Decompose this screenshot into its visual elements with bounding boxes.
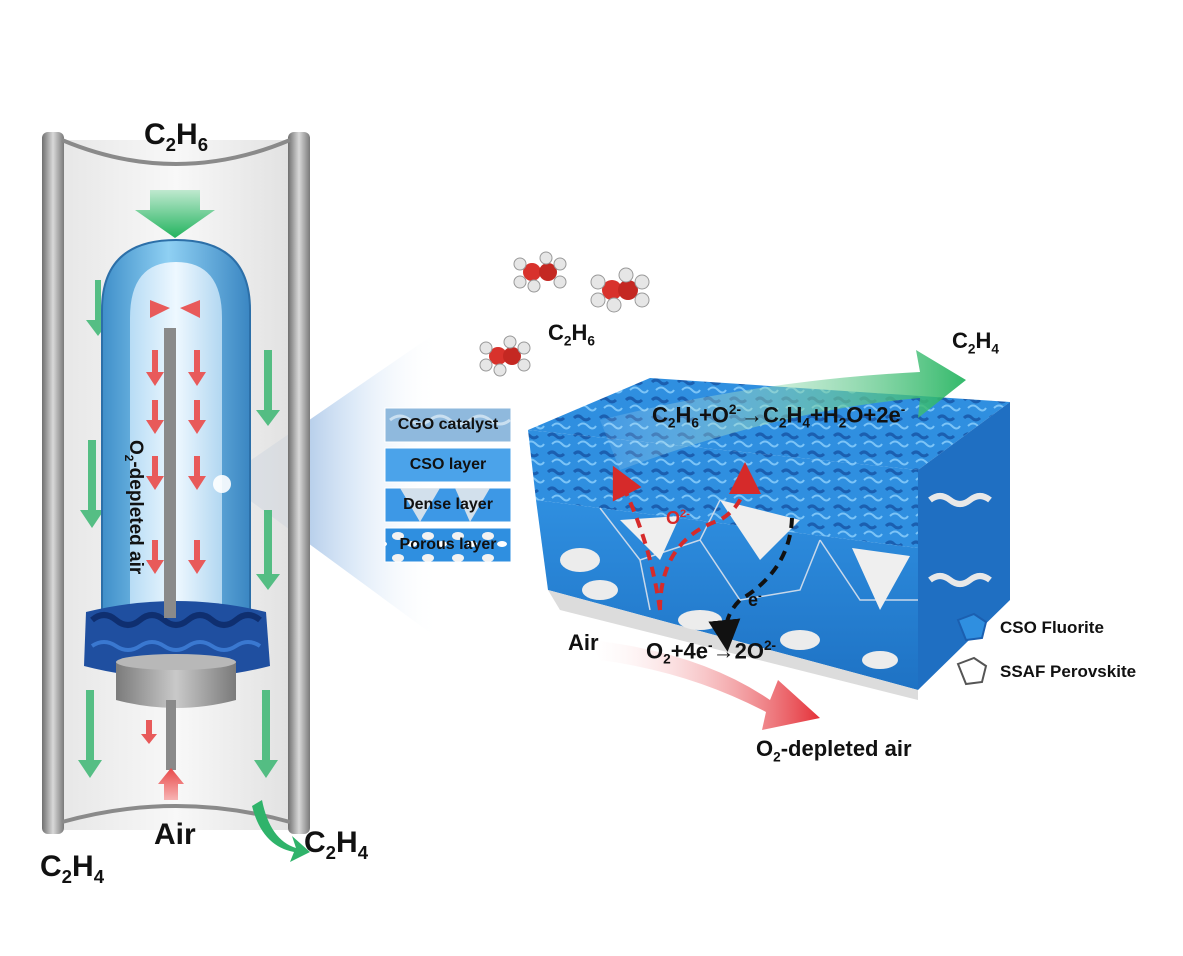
- oxide-ion-paths: [612, 462, 761, 611]
- tube-ethylene-outlet-left: C2H4: [40, 850, 105, 887]
- ethane-molecules: [479, 251, 650, 377]
- air-flow-arrows: [141, 300, 206, 800]
- legend-ssaf-swatch: [956, 656, 988, 686]
- legend-swatches: [956, 612, 988, 686]
- layer-label-porous: Porous layer: [399, 536, 497, 553]
- reduction-reaction-equation: O2+4e-→2O2-: [646, 638, 777, 667]
- layer-label-cgo: CGO catalyst: [397, 416, 499, 433]
- tube-ethane-inlet-label: C2H6: [144, 118, 209, 155]
- oxide-ion-label: O2-: [666, 508, 690, 528]
- ethane-feed-label: C2H6: [548, 320, 595, 349]
- tube-inner-label: O2-depleted air: [122, 440, 146, 575]
- oxidation-reaction-equation: C2H6+O2-→C2H4+H2O+2e-: [652, 402, 906, 431]
- ethylene-product-label: C2H4: [952, 328, 999, 357]
- layer-swatches: [384, 407, 512, 563]
- legend-cso-label: CSO Fluorite: [1000, 618, 1104, 637]
- legend-ssaf-label: SSAF Perovskite: [1000, 662, 1137, 681]
- layer-label-dense: Dense layer: [403, 496, 493, 513]
- membrane-air-label: Air: [568, 630, 599, 655]
- electron-path: [708, 517, 794, 652]
- legend-cso-swatch: [956, 612, 988, 642]
- ethylene-product-arrow: [600, 350, 966, 470]
- depleted-air-exhaust-label: O2-depleted air: [756, 736, 912, 765]
- tube-air-inlet-label: Air: [154, 818, 196, 851]
- electron-label: e-: [748, 590, 762, 610]
- layer-label-cso: CSO layer: [409, 456, 487, 473]
- membrane-slab: [528, 378, 1010, 700]
- tube-ethylene-outlet-right: C2H4: [304, 826, 369, 863]
- air-exhaust-arrow: [590, 640, 820, 730]
